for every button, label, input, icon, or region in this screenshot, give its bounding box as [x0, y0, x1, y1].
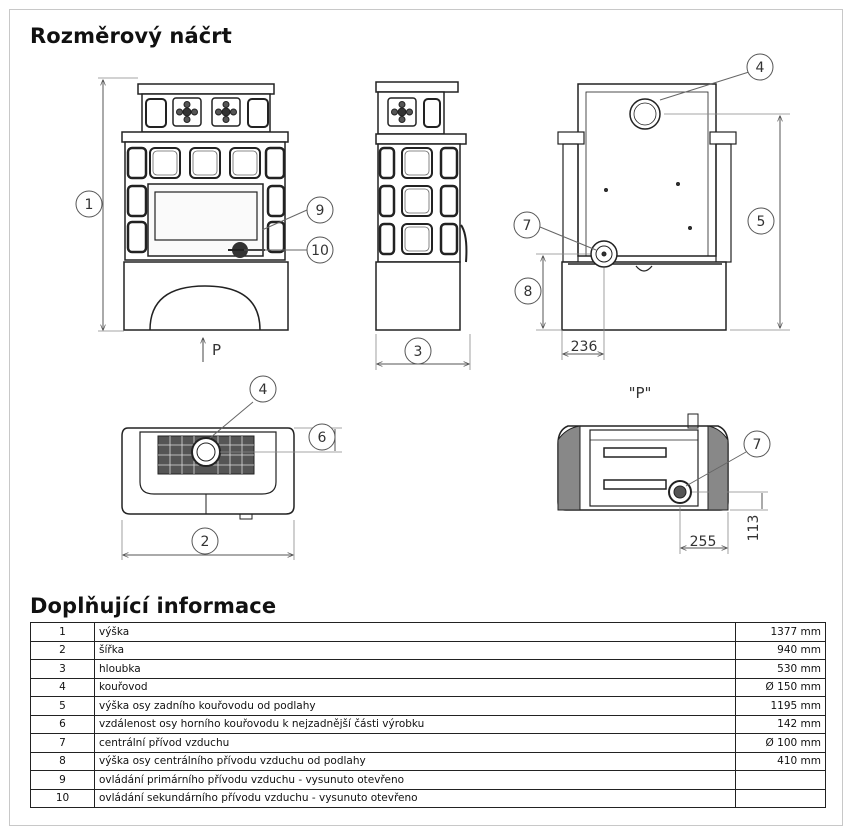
front-view [98, 77, 308, 362]
row-value: 1195 mm [735, 696, 826, 716]
dimension-113: 113 [746, 515, 762, 542]
table-row: 9 ovládání primárního přívodu vzduchu - … [30, 770, 826, 790]
table-row: 6 vzdálenost osy horního kouřovodu k nej… [30, 714, 826, 734]
row-value: Ø 100 mm [735, 733, 826, 753]
callout-3-circle [404, 337, 432, 365]
row-number: 6 [30, 714, 95, 734]
row-number: 9 [30, 770, 95, 790]
callout-2: 2 [201, 534, 210, 550]
callout-1-circle [75, 190, 103, 218]
row-label: výška osy zadního kouřovodu od podlahy [94, 696, 736, 716]
row-number: 1 [30, 622, 95, 642]
callout-5: 5 [757, 214, 766, 230]
callout-9: 9 [316, 203, 325, 219]
row-number: 2 [30, 640, 95, 660]
sketch-title: Rozměrový náčrt [30, 24, 232, 48]
table-row: 4 kouřovod Ø 150 mm [30, 677, 826, 697]
callout-4-circle [746, 53, 774, 81]
callout-4: 4 [756, 60, 765, 76]
callout-5-circle [747, 207, 775, 235]
callout-10-circle [306, 236, 334, 264]
callout-4b: 4 [259, 382, 268, 398]
row-value [735, 788, 826, 808]
row-value: Ø 150 mm [735, 677, 826, 697]
dimension-255: 255 [690, 534, 717, 550]
table-row: 5 výška osy zadního kouřovodu od podlahy… [30, 696, 826, 716]
top-view [121, 401, 342, 560]
callout-10: 10 [311, 243, 329, 259]
callout-1: 1 [85, 197, 94, 213]
row-value: 1377 mm [735, 622, 826, 642]
callout-8: 8 [524, 284, 533, 300]
callout-7b-circle [743, 430, 771, 458]
callout-8-circle [514, 277, 542, 305]
callout-4b-circle [249, 375, 277, 403]
callout-7-circle [513, 211, 541, 239]
rear-view [536, 71, 790, 360]
view-label-p-quoted: "P" [629, 384, 652, 402]
callout-7b: 7 [753, 437, 762, 453]
row-number: 10 [30, 788, 95, 808]
row-value: 940 mm [735, 640, 826, 660]
row-label: vzdálenost osy horního kouřovodu k nejza… [94, 714, 736, 734]
table-row: 10 ovládání sekundárního přívodu vzduchu… [30, 788, 826, 808]
callout-3: 3 [414, 344, 423, 360]
row-number: 3 [30, 659, 95, 679]
dimension-236: 236 [571, 339, 598, 355]
table-row: 2 šířka 940 mm [30, 640, 826, 660]
table-row: 7 centrální přívod vzduchu Ø 100 mm [30, 733, 826, 753]
page-frame [9, 9, 843, 826]
callout-7: 7 [523, 218, 532, 234]
callout-9-circle [306, 196, 334, 224]
table-row: 8 výška osy centrálního přívodu vzduchu … [30, 751, 826, 771]
row-value: 410 mm [735, 751, 826, 771]
specs-table: 1 výška 1377 mm 2 šířka 940 mm 3 hloubka… [30, 622, 826, 808]
info-title: Doplňující informace [30, 594, 277, 618]
callout-6-circle [308, 423, 336, 451]
row-label: výška [94, 622, 736, 642]
side-view [375, 81, 471, 370]
view-label-p: P [212, 341, 221, 359]
dimension-drawing: 1 9 10 3 4 5 7 8 4 6 2 7 P "P" 236 255 1… [75, 53, 790, 560]
row-label: ovládání sekundárního přívodu vzduchu - … [94, 788, 736, 808]
row-number: 8 [30, 751, 95, 771]
row-label: kouřovod [94, 677, 736, 697]
table-row: 1 výška 1377 mm [30, 622, 826, 642]
row-number: 5 [30, 696, 95, 716]
table-row: 3 hloubka 530 mm [30, 659, 826, 679]
row-value [735, 770, 826, 790]
row-label: centrální přívod vzduchu [94, 733, 736, 753]
row-value: 530 mm [735, 659, 826, 679]
callout-2-circle [191, 527, 219, 555]
bottom-view [557, 413, 768, 554]
callout-6: 6 [318, 430, 327, 446]
row-number: 4 [30, 677, 95, 697]
row-label: hloubka [94, 659, 736, 679]
row-value: 142 mm [735, 714, 826, 734]
row-label: ovládání primárního přívodu vzduchu - vy… [94, 770, 736, 790]
row-number: 7 [30, 733, 95, 753]
row-label: šířka [94, 640, 736, 660]
row-label: výška osy centrálního přívodu vzduchu od… [94, 751, 736, 771]
